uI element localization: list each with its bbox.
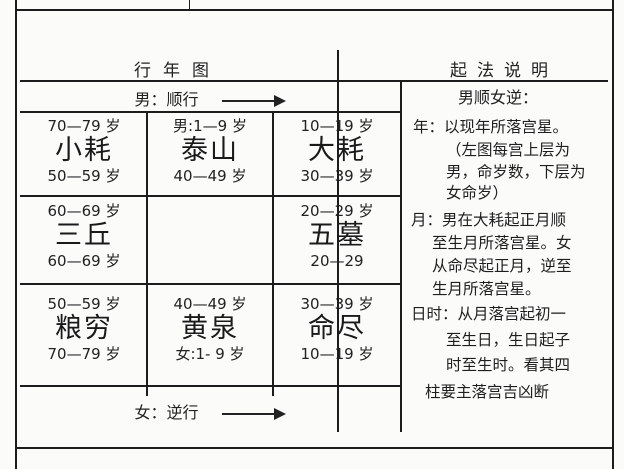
palace-name: 小耗 [55,135,113,166]
female-age-range: 10—19 岁 [300,345,374,363]
palace-cell-liangqiong: 50—59 岁 粮穷 70—79 岁 [22,295,146,363]
explanation-line-11: 至生日，生日起子 [446,331,571,349]
grid-col-divider-1 [146,111,148,396]
male-direction-label: 男：顺行 [134,90,199,109]
explanation-line-13: 柱要主落宫吉凶断 [425,383,550,401]
male-age-range: 50—59 岁 [47,295,121,313]
female-age-range: 女:1- 9 岁 [175,345,245,363]
male-direction-row: 男：顺行 [20,86,400,110]
explanation-title: 起法说明 [450,61,558,81]
frame-bottom-border [15,447,613,449]
explanation-line-12: 时至生时。看其四 [446,356,571,374]
palace-name: 泰山 [181,135,239,166]
frame-top-border [15,9,613,11]
chart-title: 行年图 [134,61,221,81]
palace-cell-sanqiu: 60—69 岁 三丘 60—69 岁 [22,202,146,270]
male-age-range: 10—19 岁 [300,117,374,135]
grid-col-divider-2 [272,111,274,396]
female-age-range: 70—79 岁 [47,345,121,363]
grid-row-divider-1 [20,195,400,197]
palace-cell-xiaohao: 70—79 岁 小耗 50—59 岁 [22,117,146,185]
male-age-range: 70—79 岁 [47,117,121,135]
frame-right-border [612,0,614,469]
explanation-line-6: 月：男在大耗起正月顺 [411,211,567,229]
explanation-line-8: 从命尽起正月，逆至 [432,257,572,275]
palace-name: 黄泉 [181,313,239,344]
frame-left-border [15,0,17,469]
palace-name: 命尽 [308,313,366,344]
explanation-line-10: 日时：从月落宫起初一 [411,305,567,323]
palace-name: 三丘 [55,220,113,251]
right-arrow-icon [221,94,286,107]
palace-cell-mingjin: 30—39 岁 命尽 10—19 岁 [274,295,400,363]
right-arrow-icon [221,407,286,420]
female-direction-row: 女：逆行 [20,399,400,423]
palace-cell-taishan: 男:1—9 岁 泰山 40—49 岁 [148,117,272,185]
female-age-range: 60—69 岁 [47,252,121,270]
grid-top-border [20,111,400,113]
explanation-line-4: 男，命岁数，下层为 [446,163,586,181]
palace-name: 大耗 [308,135,366,166]
male-age-range: 60—69 岁 [47,202,121,220]
palace-cell-dahao: 10—19 岁 大耗 30—39 岁 [274,117,400,185]
female-age-range: 50—59 岁 [47,167,121,185]
grid-right-border [400,80,402,432]
panel-divider [337,50,339,432]
male-age-range: 20—29 岁 [300,202,374,220]
top-stub-left [189,0,190,9]
palace-name: 五墓 [308,220,366,251]
female-direction-label: 女：逆行 [134,403,199,422]
explanation-line-7: 至生月所落宫星。女 [432,234,572,252]
female-age-range: 20—29 [310,252,364,270]
title-underline [20,80,608,82]
palace-cell-huangquan: 40—49 岁 黄泉 女:1- 9 岁 [148,295,272,363]
explanation-line-2: 年：以现年所落宫星。 [413,118,569,136]
grid-row-divider-2 [20,283,400,285]
palace-cell-wumu: 20—29 岁 五墓 20—29 [274,202,400,270]
explanation-line-5: 女命岁） [446,184,509,202]
explanation-line-3: （左图每宫上层为 [446,141,571,159]
explanation-line-1: 男顺女逆： [458,88,539,107]
male-age-range: 40—49 岁 [173,295,247,313]
female-age-range: 30—39 岁 [300,167,374,185]
male-age-range: 30—39 岁 [300,295,374,313]
palace-name: 粮穷 [55,313,113,344]
grid-bottom-border [20,385,400,387]
male-age-range: 男:1—9 岁 [173,117,247,135]
female-age-range: 40—49 岁 [173,167,247,185]
explanation-line-9: 生月所落宫星。 [432,280,541,298]
